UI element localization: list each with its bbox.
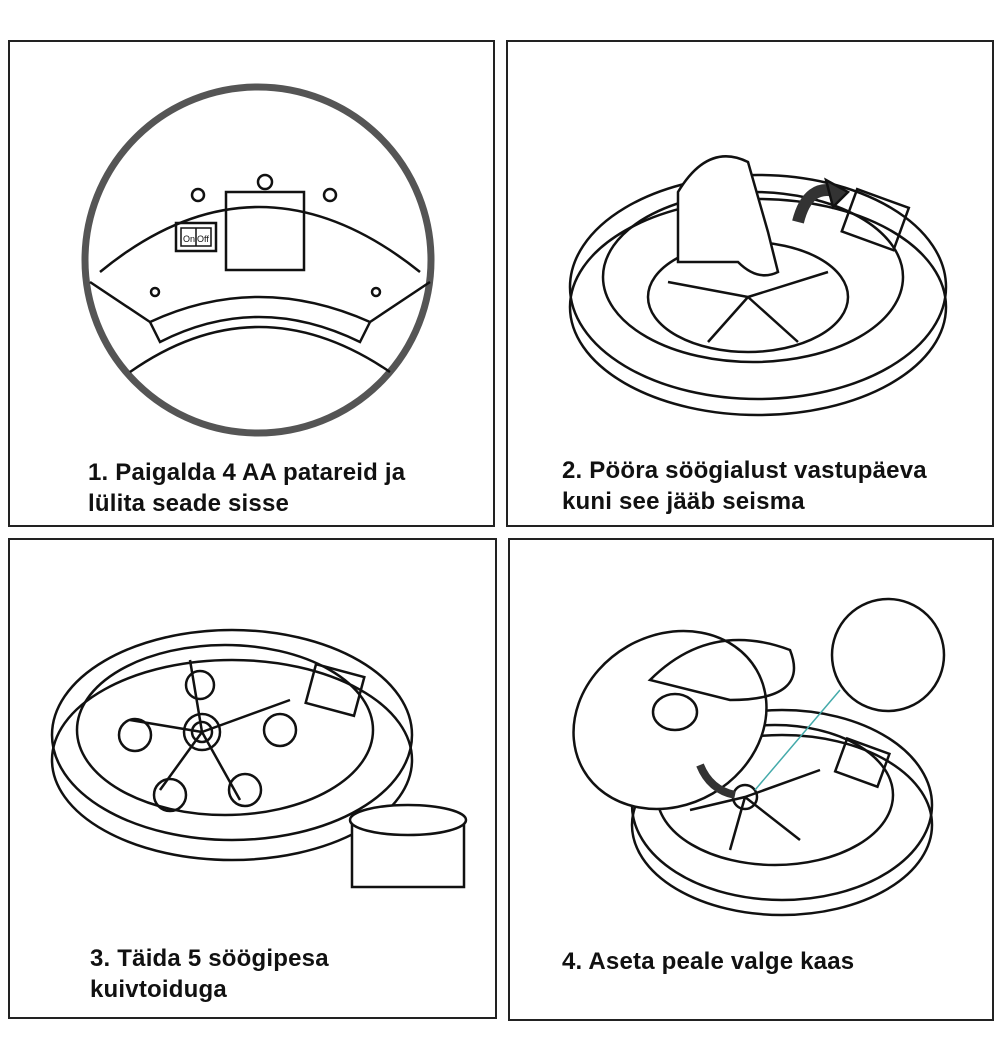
- step-2-panel: 2. Pööra söögialust vastupäeva kuni see …: [506, 40, 994, 527]
- switch-off-label: Off: [197, 234, 209, 244]
- caption-line: 4. Aseta peale valge kaas: [562, 948, 855, 975]
- caption-line: 1. Paigalda 4 AA patareid ja: [88, 459, 406, 486]
- step-3-panel: 3. Täida 5 söögipesa kuivtoiduga: [8, 538, 497, 1019]
- step-1-caption: 1. Paigalda 4 AA patareid ja lülita sead…: [88, 457, 405, 519]
- place-lid-illustration: [572, 597, 946, 917]
- caption-line: lülita seade sisse: [88, 490, 290, 517]
- caption-line: kuivtoiduga: [90, 976, 227, 1003]
- step-1-panel: On Off 1. Paigalda 4 AA patareid ja lüli…: [8, 40, 495, 527]
- step-3-caption: 3. Täida 5 söögipesa kuivtoiduga: [90, 943, 329, 1005]
- caption-line: 2. Pööra söögialust vastupäeva: [562, 457, 927, 484]
- step-2-caption: 2. Pööra söögialust vastupäeva kuni see …: [562, 455, 927, 517]
- battery-compartment-illustration: On Off: [81, 83, 435, 437]
- step-4-caption: 4. Aseta peale valge kaas: [562, 946, 854, 977]
- rotate-tray-illustration: [568, 155, 948, 417]
- caption-line: 3. Täida 5 söögipesa: [90, 945, 329, 972]
- fill-food-illustration: [50, 628, 468, 889]
- caption-line: kuni see jääb seisma: [562, 488, 805, 515]
- switch-on-label: On: [183, 234, 195, 244]
- step-4-panel: 4. Aseta peale valge kaas: [508, 538, 994, 1021]
